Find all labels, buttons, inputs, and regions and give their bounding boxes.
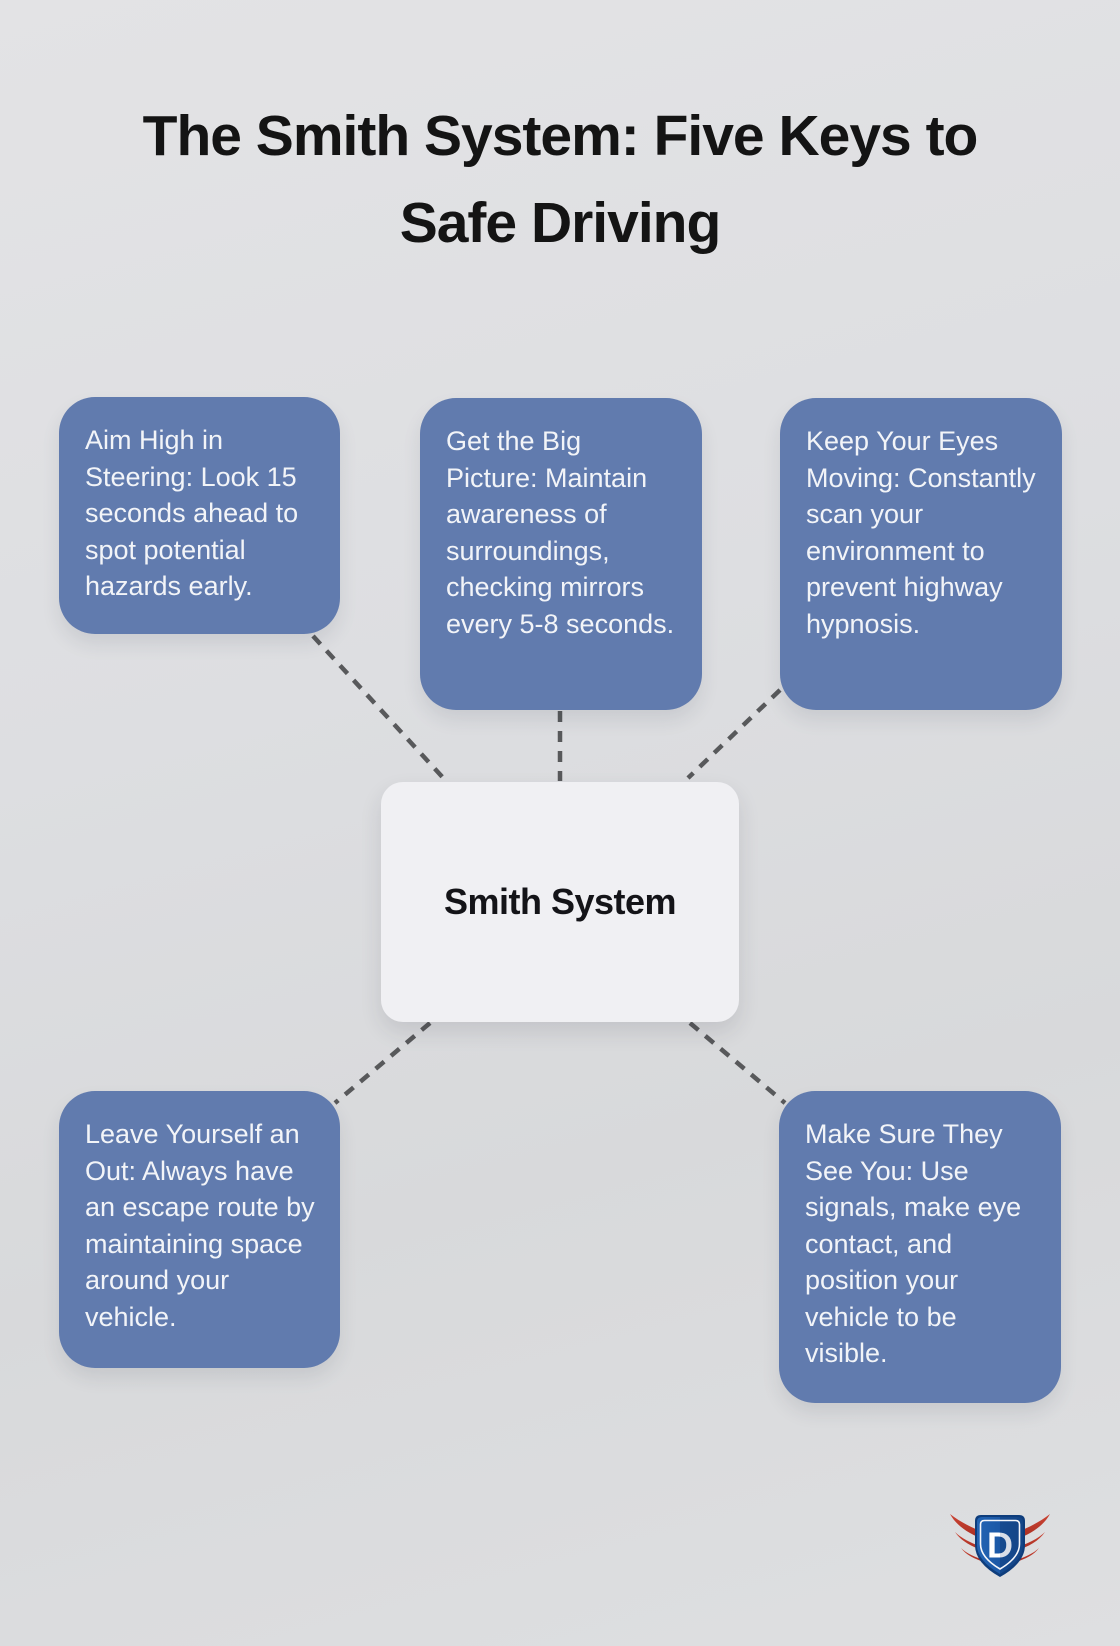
- key-text: Leave Yourself an Out: Always have an es…: [85, 1119, 315, 1332]
- center-node-smith-system: Smith System: [381, 782, 739, 1022]
- winged-shield-logo-icon: D: [950, 1514, 1050, 1577]
- key-box-leave-yourself-an-out: Leave Yourself an Out: Always have an es…: [59, 1091, 340, 1368]
- shield-d-letter: D: [987, 1525, 1013, 1566]
- page-title: The Smith System: Five Keys to Safe Driv…: [0, 93, 1120, 267]
- key-text: Keep Your Eyes Moving: Constantly scan y…: [806, 426, 1036, 639]
- key-box-make-sure-they-see-you: Make Sure They See You: Use signals, mak…: [779, 1091, 1061, 1403]
- shield-icon: D: [975, 1515, 1025, 1577]
- connector-leave-out: [333, 1021, 432, 1105]
- page-title-line-2: Safe Driving: [399, 191, 722, 255]
- key-text: Make Sure They See You: Use signals, mak…: [805, 1119, 1022, 1368]
- key-box-get-the-big-picture: Get the Big Picture: Maintain awareness …: [420, 398, 702, 710]
- center-node-label: Smith System: [443, 881, 677, 922]
- page-title-line-1: The Smith System: Five Keys to: [142, 104, 979, 168]
- connector-see-you: [688, 1021, 787, 1105]
- key-text: Get the Big Picture: Maintain awareness …: [446, 426, 675, 639]
- key-text: Aim High in Steering: Look 15 seconds ah…: [85, 425, 299, 601]
- connector-eyes-moving: [686, 688, 782, 780]
- key-box-aim-high-in-steering: Aim High in Steering: Look 15 seconds ah…: [59, 397, 340, 634]
- connector-aim-high: [311, 634, 449, 784]
- key-box-keep-your-eyes-moving: Keep Your Eyes Moving: Constantly scan y…: [780, 398, 1062, 710]
